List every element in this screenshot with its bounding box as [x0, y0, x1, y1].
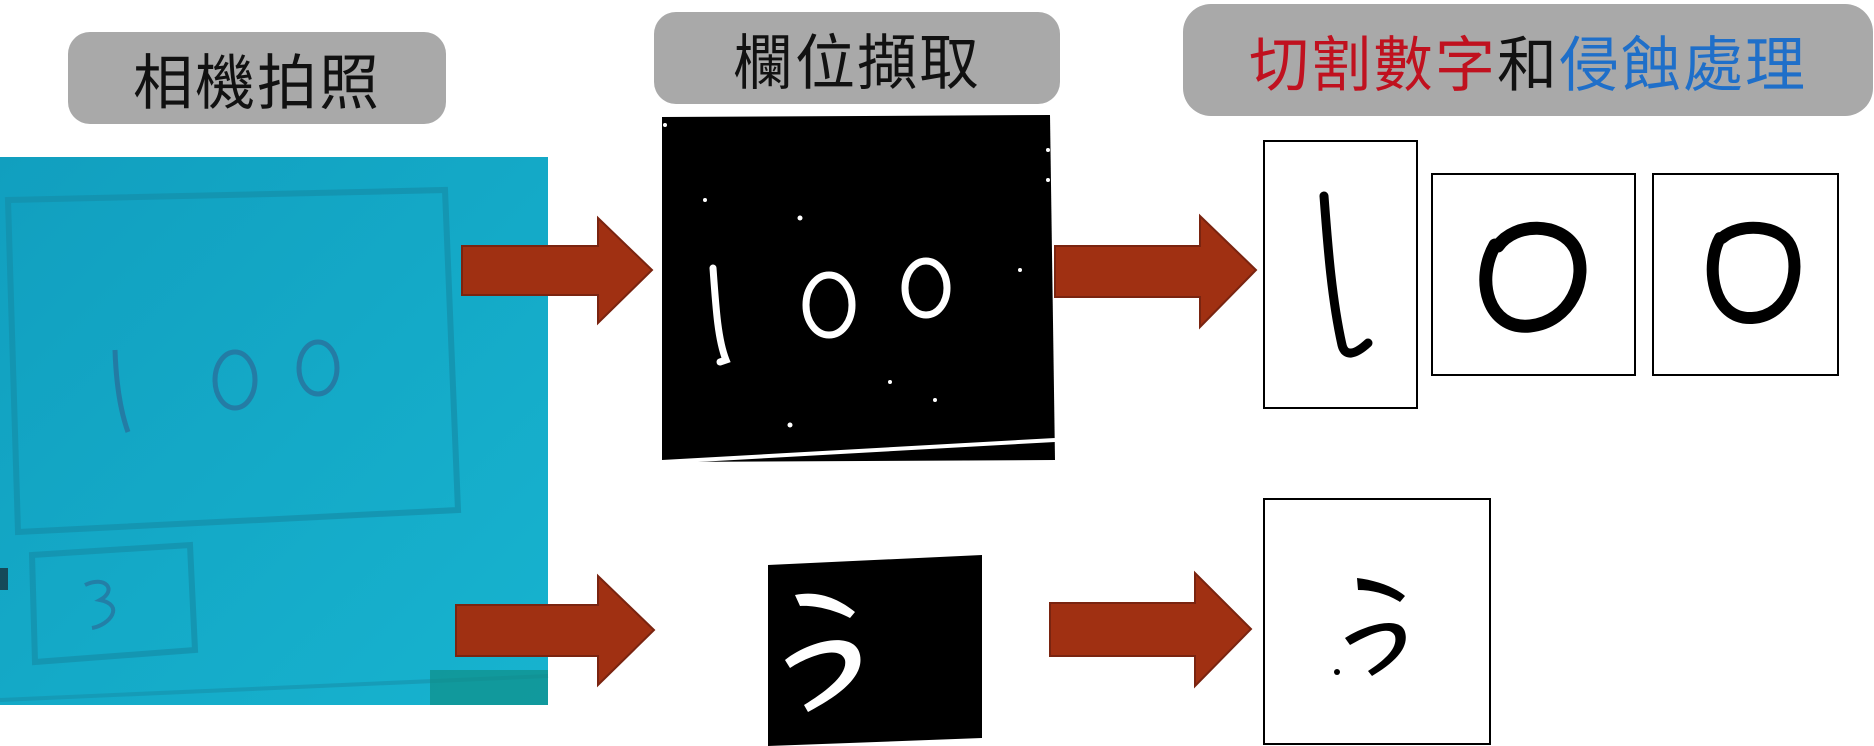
extracted-small-field-image: [768, 555, 982, 746]
arrow-small-field-to-digit: [1049, 570, 1253, 689]
segment-label-part3: 侵蝕處理: [1559, 30, 1807, 101]
arrow-photo-to-small-field: [455, 573, 656, 688]
field-extract-label: 欄位擷取: [654, 12, 1060, 104]
segmented-digit-1: [1263, 140, 1418, 409]
field-extract-label-text: 欄位擷取: [733, 28, 981, 99]
segmented-digit-0-first: [1431, 173, 1636, 376]
segmented-digit-0-second: [1652, 173, 1839, 376]
arrow-field-to-digits: [1054, 213, 1258, 330]
extracted-field-image: [661, 115, 1056, 464]
arrow-photo-to-field: [461, 215, 654, 326]
segment-label-part2: 和: [1497, 30, 1559, 101]
camera-label-text: 相機拍照: [133, 48, 381, 119]
segmented-digit-small: [1263, 498, 1491, 745]
segment-erode-label: 切割數字和侵蝕處理: [1183, 4, 1873, 116]
segment-label-part1: 切割數字: [1249, 30, 1497, 101]
camera-label: 相機拍照: [68, 32, 446, 124]
